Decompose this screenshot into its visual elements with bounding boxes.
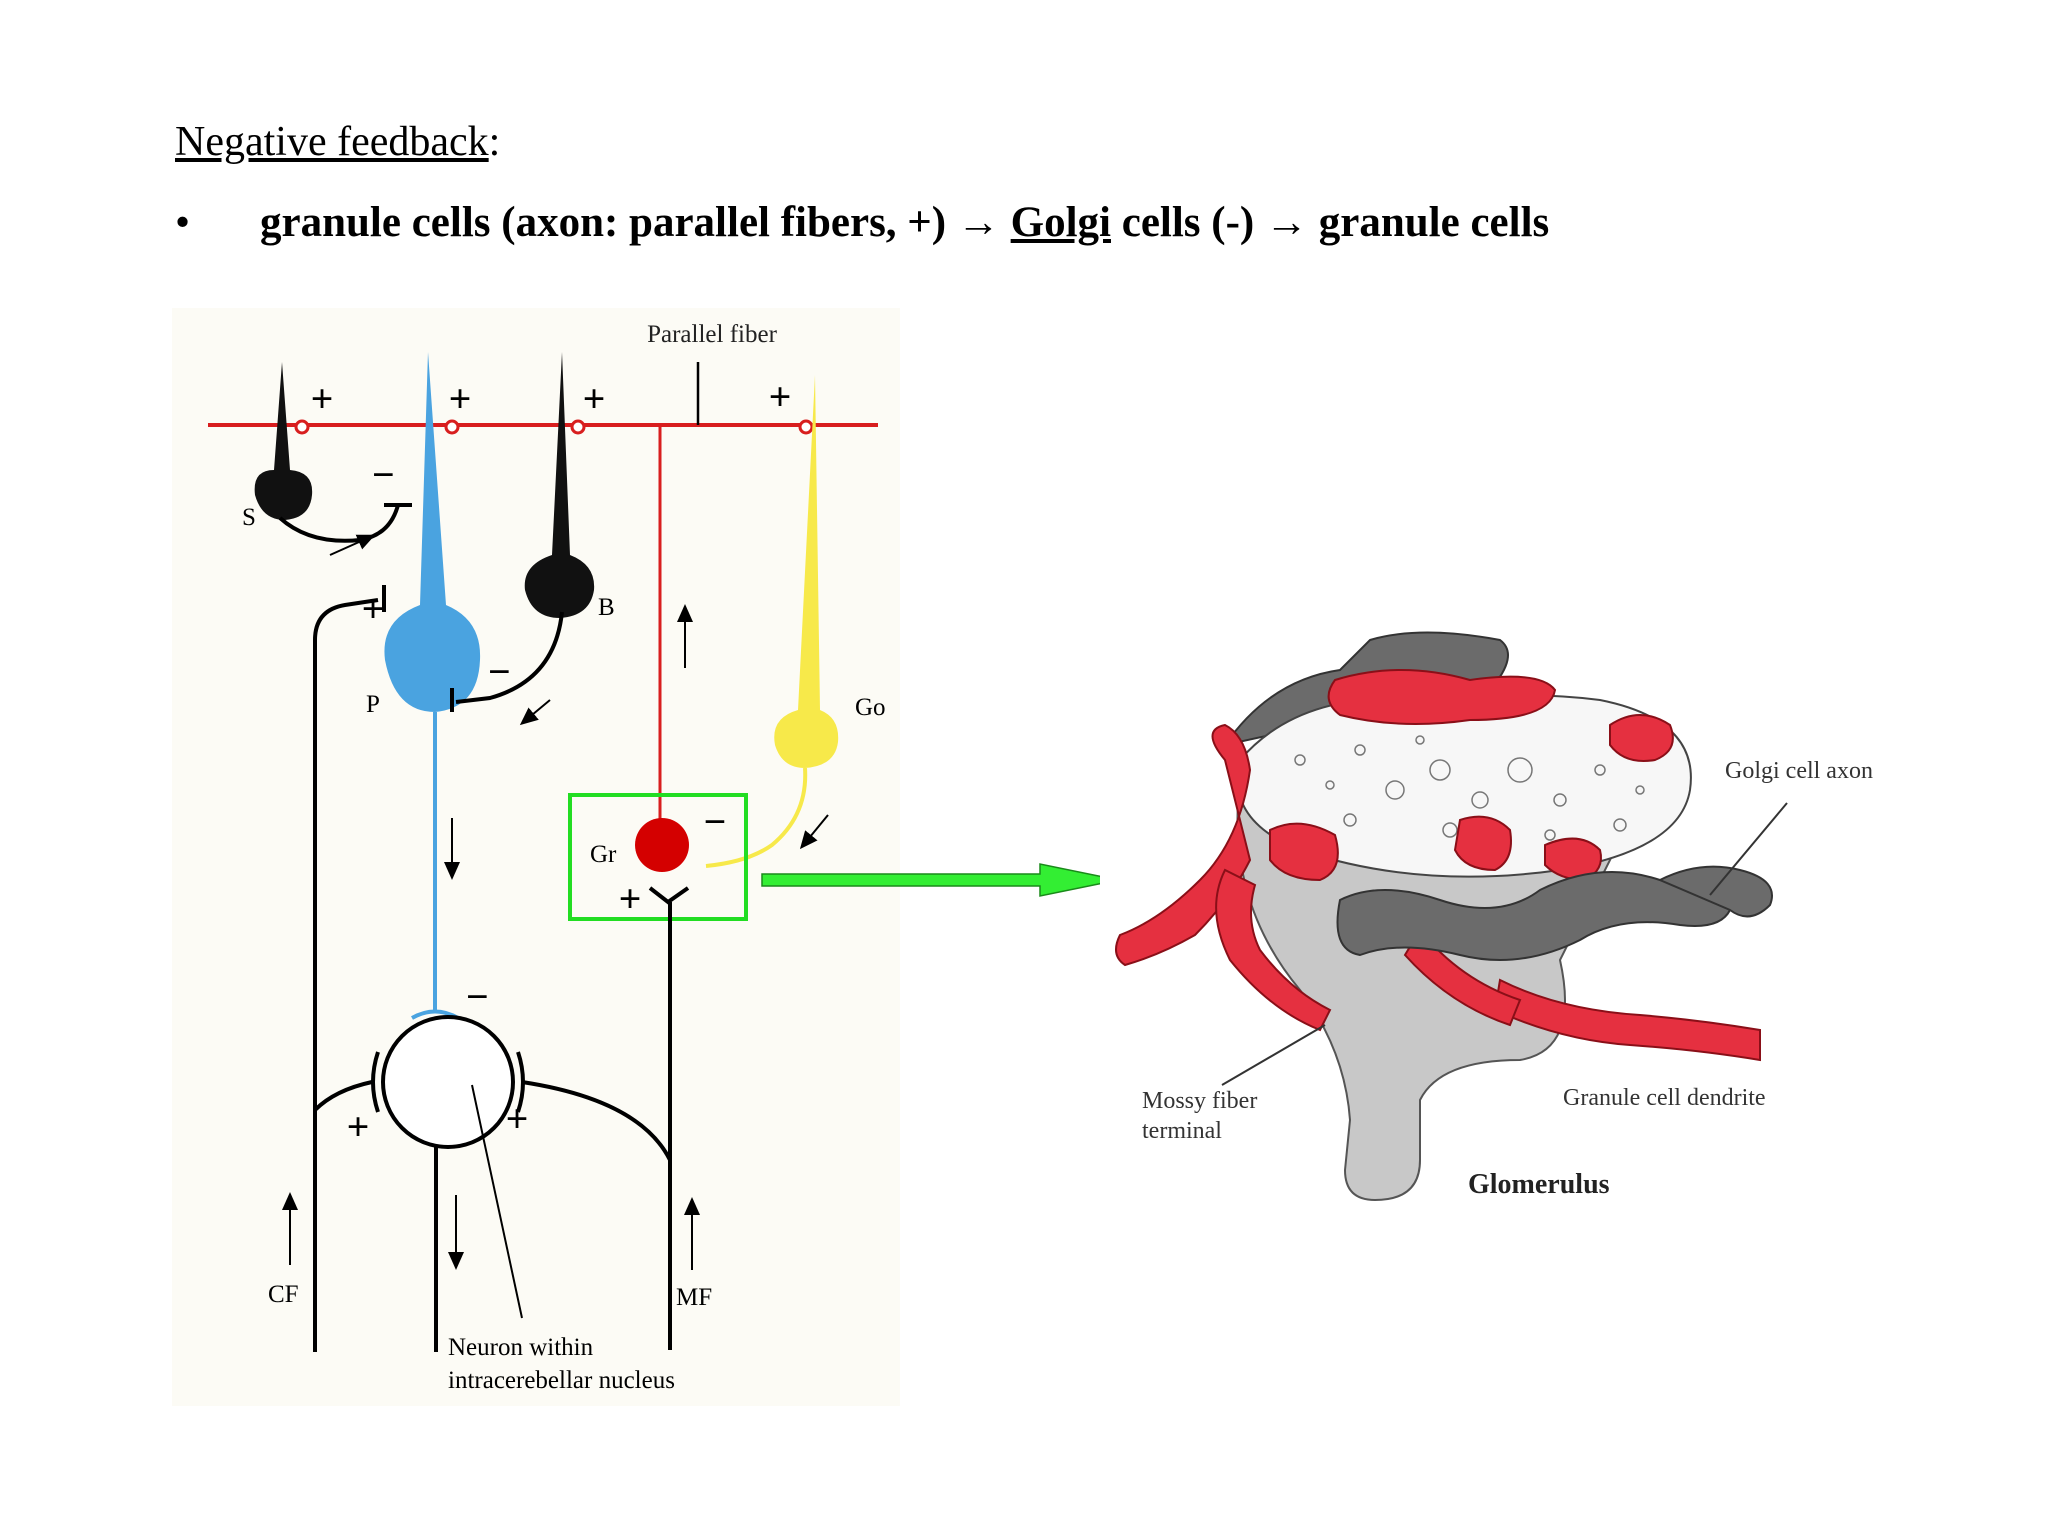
mossy-fiber-collateral — [521, 1080, 672, 1161]
purkinje-label: P — [366, 691, 380, 718]
granule-highlight-box — [568, 793, 748, 921]
basket-arrow — [519, 699, 551, 726]
basket-axon — [455, 611, 564, 704]
golgi-axon-arrow — [799, 814, 829, 850]
sign-plus-stellate: + — [311, 376, 334, 421]
bullet-golgi-word: Golgi — [1010, 199, 1111, 246]
mossy-terminal-label-line2: terminal — [1142, 1118, 1222, 1144]
climbing-fiber-label: CF — [268, 1281, 299, 1308]
granule-dendrite-label: Granule cell dendrite — [1563, 1085, 1766, 1111]
golgi-axon-label: Golgi cell axon — [1725, 758, 1873, 784]
purkinje-cell — [384, 352, 481, 712]
granule-label: Gr — [590, 841, 617, 868]
bullet-text: granule cells (axon: parallel fibers, +)… — [260, 198, 1549, 247]
zoom-pointer-arrow — [761, 863, 1119, 897]
golgi-axon-segment — [1336, 871, 1732, 961]
climbing-fiber — [313, 598, 379, 1352]
sign-minus-purkinje: − — [466, 974, 489, 1019]
slide-heading: Negative feedback: — [175, 118, 500, 166]
sign-plus-nucleus-cf: + — [347, 1104, 370, 1149]
basket-label: B — [598, 594, 615, 621]
granule-cell-dendrites — [1115, 669, 1761, 1062]
mossy-terminal-label-line1: Mossy fiber — [1142, 1088, 1257, 1114]
heading-text: Negative feedback — [175, 119, 489, 165]
nucleus-label-line2: intracerebellar nucleus — [448, 1367, 675, 1394]
bullet-dot: • — [175, 199, 191, 246]
golgi-axon-pointer — [1709, 802, 1788, 896]
sign-plus-basket: + — [583, 376, 606, 421]
golgi-label: Go — [855, 694, 886, 721]
arrow-icon: → — [1265, 199, 1308, 246]
nucleus-label-line1: Neuron within — [448, 1334, 594, 1361]
sign-plus-climbing: + — [362, 586, 385, 631]
glomerulus-title: Glomerulus — [1468, 1169, 1610, 1200]
glomerulus-vesicles — [1294, 735, 1645, 841]
stellate-arrow — [329, 534, 376, 556]
mossy-collateral-terminal — [516, 1051, 525, 1113]
sign-plus-nucleus-mf: + — [506, 1096, 529, 1141]
golgi-cell — [774, 375, 839, 768]
sign-minus-basket: − — [488, 649, 511, 694]
climbing-fiber-collateral — [313, 1080, 373, 1112]
bullet-part-granule-axon: granule cells (axon: parallel fibers, +) — [260, 199, 957, 246]
bullet-part-granule-cells: granule cells — [1308, 199, 1550, 246]
heading-colon: : — [488, 119, 501, 165]
synapse-purkinje — [444, 419, 460, 435]
parallel-fiber-label: Parallel fiber — [647, 321, 777, 348]
nucleus-label-pointer — [471, 1084, 523, 1319]
synapse-stellate — [294, 419, 310, 435]
stellate-label: S — [242, 504, 256, 531]
glomerulus-illustration: Golgi cell axon Mossy fiber terminal Gra… — [1100, 620, 1915, 1410]
golgi-axon-tip — [1657, 865, 1773, 918]
mossy-fiber-terminal — [1236, 778, 1622, 1202]
nucleus-neuron — [381, 1015, 515, 1149]
climbing-collateral-terminal — [371, 1051, 380, 1113]
cerebellar-circuit-diagram: Parallel fiber + + + + S − P − B − — [172, 308, 900, 1406]
sign-plus-golgi: + — [769, 374, 792, 419]
sign-minus-stellate: − — [372, 452, 395, 497]
stellate-cell — [254, 362, 313, 520]
granule-cell — [635, 818, 689, 872]
mossy-fiber-label: MF — [676, 1284, 712, 1311]
golgi-axon — [705, 767, 808, 868]
basket-cell — [524, 352, 595, 618]
arrow-icon: → — [956, 199, 1000, 246]
sign-plus-purkinje: + — [449, 376, 472, 421]
mossy-terminal-pointer — [1221, 1024, 1326, 1086]
synapse-golgi — [798, 419, 814, 435]
sign-minus-golgi: − — [704, 799, 727, 844]
bullet-part-golgi-cells: cells (-) — [1110, 199, 1265, 246]
synapse-basket — [570, 419, 586, 435]
sign-plus-mossy: + — [619, 876, 642, 921]
